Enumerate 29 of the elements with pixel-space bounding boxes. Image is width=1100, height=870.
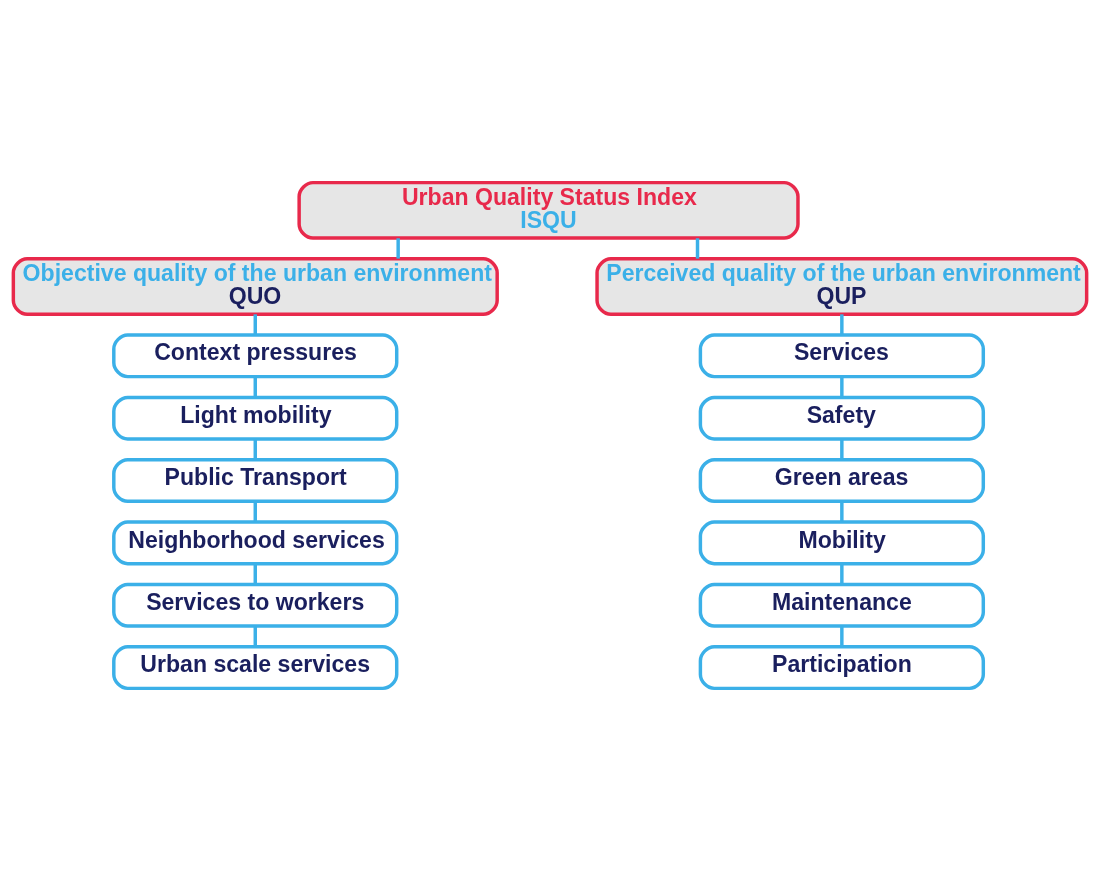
connector xyxy=(840,438,844,459)
connector xyxy=(840,625,844,646)
node-box: Maintenance xyxy=(698,582,986,628)
node-box: Services xyxy=(698,332,986,378)
node-box: Participation xyxy=(698,644,986,690)
connector xyxy=(840,563,844,584)
node-box: Perceived quality of the urban environment QUP xyxy=(595,256,1089,316)
node-box: Public Transport xyxy=(112,457,399,503)
connector xyxy=(253,376,257,397)
connector xyxy=(253,438,257,459)
node-box: Neighborhood services xyxy=(112,519,399,565)
connector xyxy=(253,563,257,584)
connector xyxy=(840,313,844,335)
connector xyxy=(396,237,400,259)
node-box: Green areas xyxy=(698,457,986,503)
connector xyxy=(840,376,844,397)
node-box: Objective quality of the urban environment QUO xyxy=(11,256,499,316)
connector xyxy=(253,501,257,522)
connector xyxy=(840,501,844,522)
connector xyxy=(695,237,700,259)
node-box: Context pressures xyxy=(112,332,399,378)
connector xyxy=(253,625,257,646)
node-box: Services to workers xyxy=(112,582,399,628)
node-box: Safety xyxy=(698,395,986,441)
node-box: Mobility xyxy=(698,519,986,565)
node-box: Urban Quality Status Index ISQU xyxy=(297,180,800,240)
node-box: Urban scale services xyxy=(112,644,399,690)
connector xyxy=(253,313,257,335)
node-box: Light mobility xyxy=(112,395,399,441)
